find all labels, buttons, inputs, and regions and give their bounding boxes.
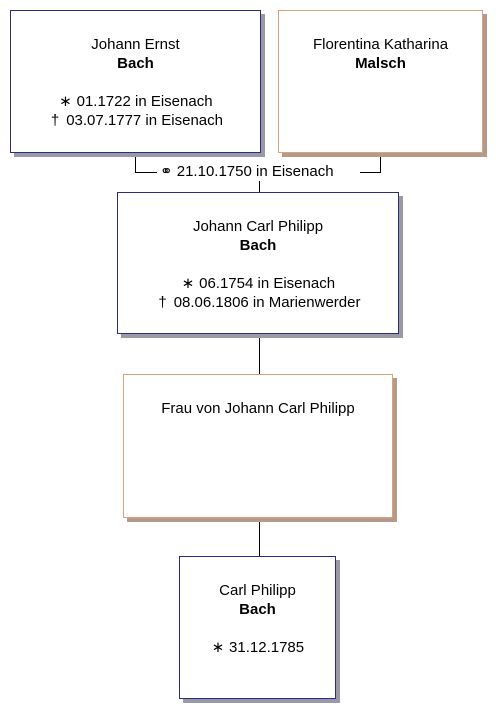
death-icon: † [50,112,60,129]
birth-event: ∗ 01.1722 in Eisenach [11,92,260,111]
birth-date: 06.1754 in Eisenach [199,275,336,292]
birth-event: ∗ 31.12.1785 [180,638,335,657]
birth-icon: ∗ [211,639,225,656]
person-surname: Bach [239,237,277,254]
person-card-grandson[interactable]: Carl Philipp Bach ∗ 31.12.1785 [179,556,336,699]
connector-spouse-to-grandson [259,517,260,557]
person-card-son[interactable]: Johann Carl Philipp Bach ∗ 06.1754 in Ei… [117,192,399,334]
death-date: 03.07.1777 in Eisenach [66,112,223,129]
death-icon: † [158,294,167,311]
person-surname: Bach [117,55,154,72]
person-card-spouse[interactable]: Frau von Johann Carl Philipp [123,374,393,518]
connector-mother-horizontal [360,172,381,173]
death-date: 08.06.1806 in Marienwerder [173,294,361,311]
connector-marriage-to-son [259,181,260,193]
person-given-name: Florentina Katharina [312,36,449,53]
connector-mother-down [380,153,381,173]
connector-son-to-spouse [259,333,260,375]
person-given-name: Johann Ernst [91,36,180,53]
person-card-mother[interactable]: Florentina Katharina Malsch [278,10,483,153]
marriage-date: 21.10.1750 in Eisenach [176,163,334,180]
death-event: † 08.06.1806 in Marienwerder [118,293,398,312]
person-surname: Malsch [355,55,406,72]
birth-icon: ∗ [181,275,195,292]
person-card-father[interactable]: Johann Ernst Bach ∗ 01.1722 in Eisenach … [10,10,261,153]
connector-father-horizontal [135,172,157,173]
death-event: † 03.07.1777 in Eisenach [11,111,260,130]
person-given-name: Johann Carl Philipp [192,218,324,235]
marriage-rings-icon: ⚭ [160,163,173,180]
birth-icon: ∗ [59,93,72,110]
birth-event: ∗ 06.1754 in Eisenach [118,274,398,293]
birth-date: 01.1722 in Eisenach [76,93,213,110]
person-given-name: Carl Philipp [219,582,296,599]
person-surname: Bach [239,601,276,618]
person-given-name: Frau von Johann Carl Philipp [161,400,355,417]
marriage-label: ⚭ 21.10.1750 in Eisenach [158,162,336,181]
birth-date: 31.12.1785 [229,639,305,656]
connector-father-down [135,153,136,173]
